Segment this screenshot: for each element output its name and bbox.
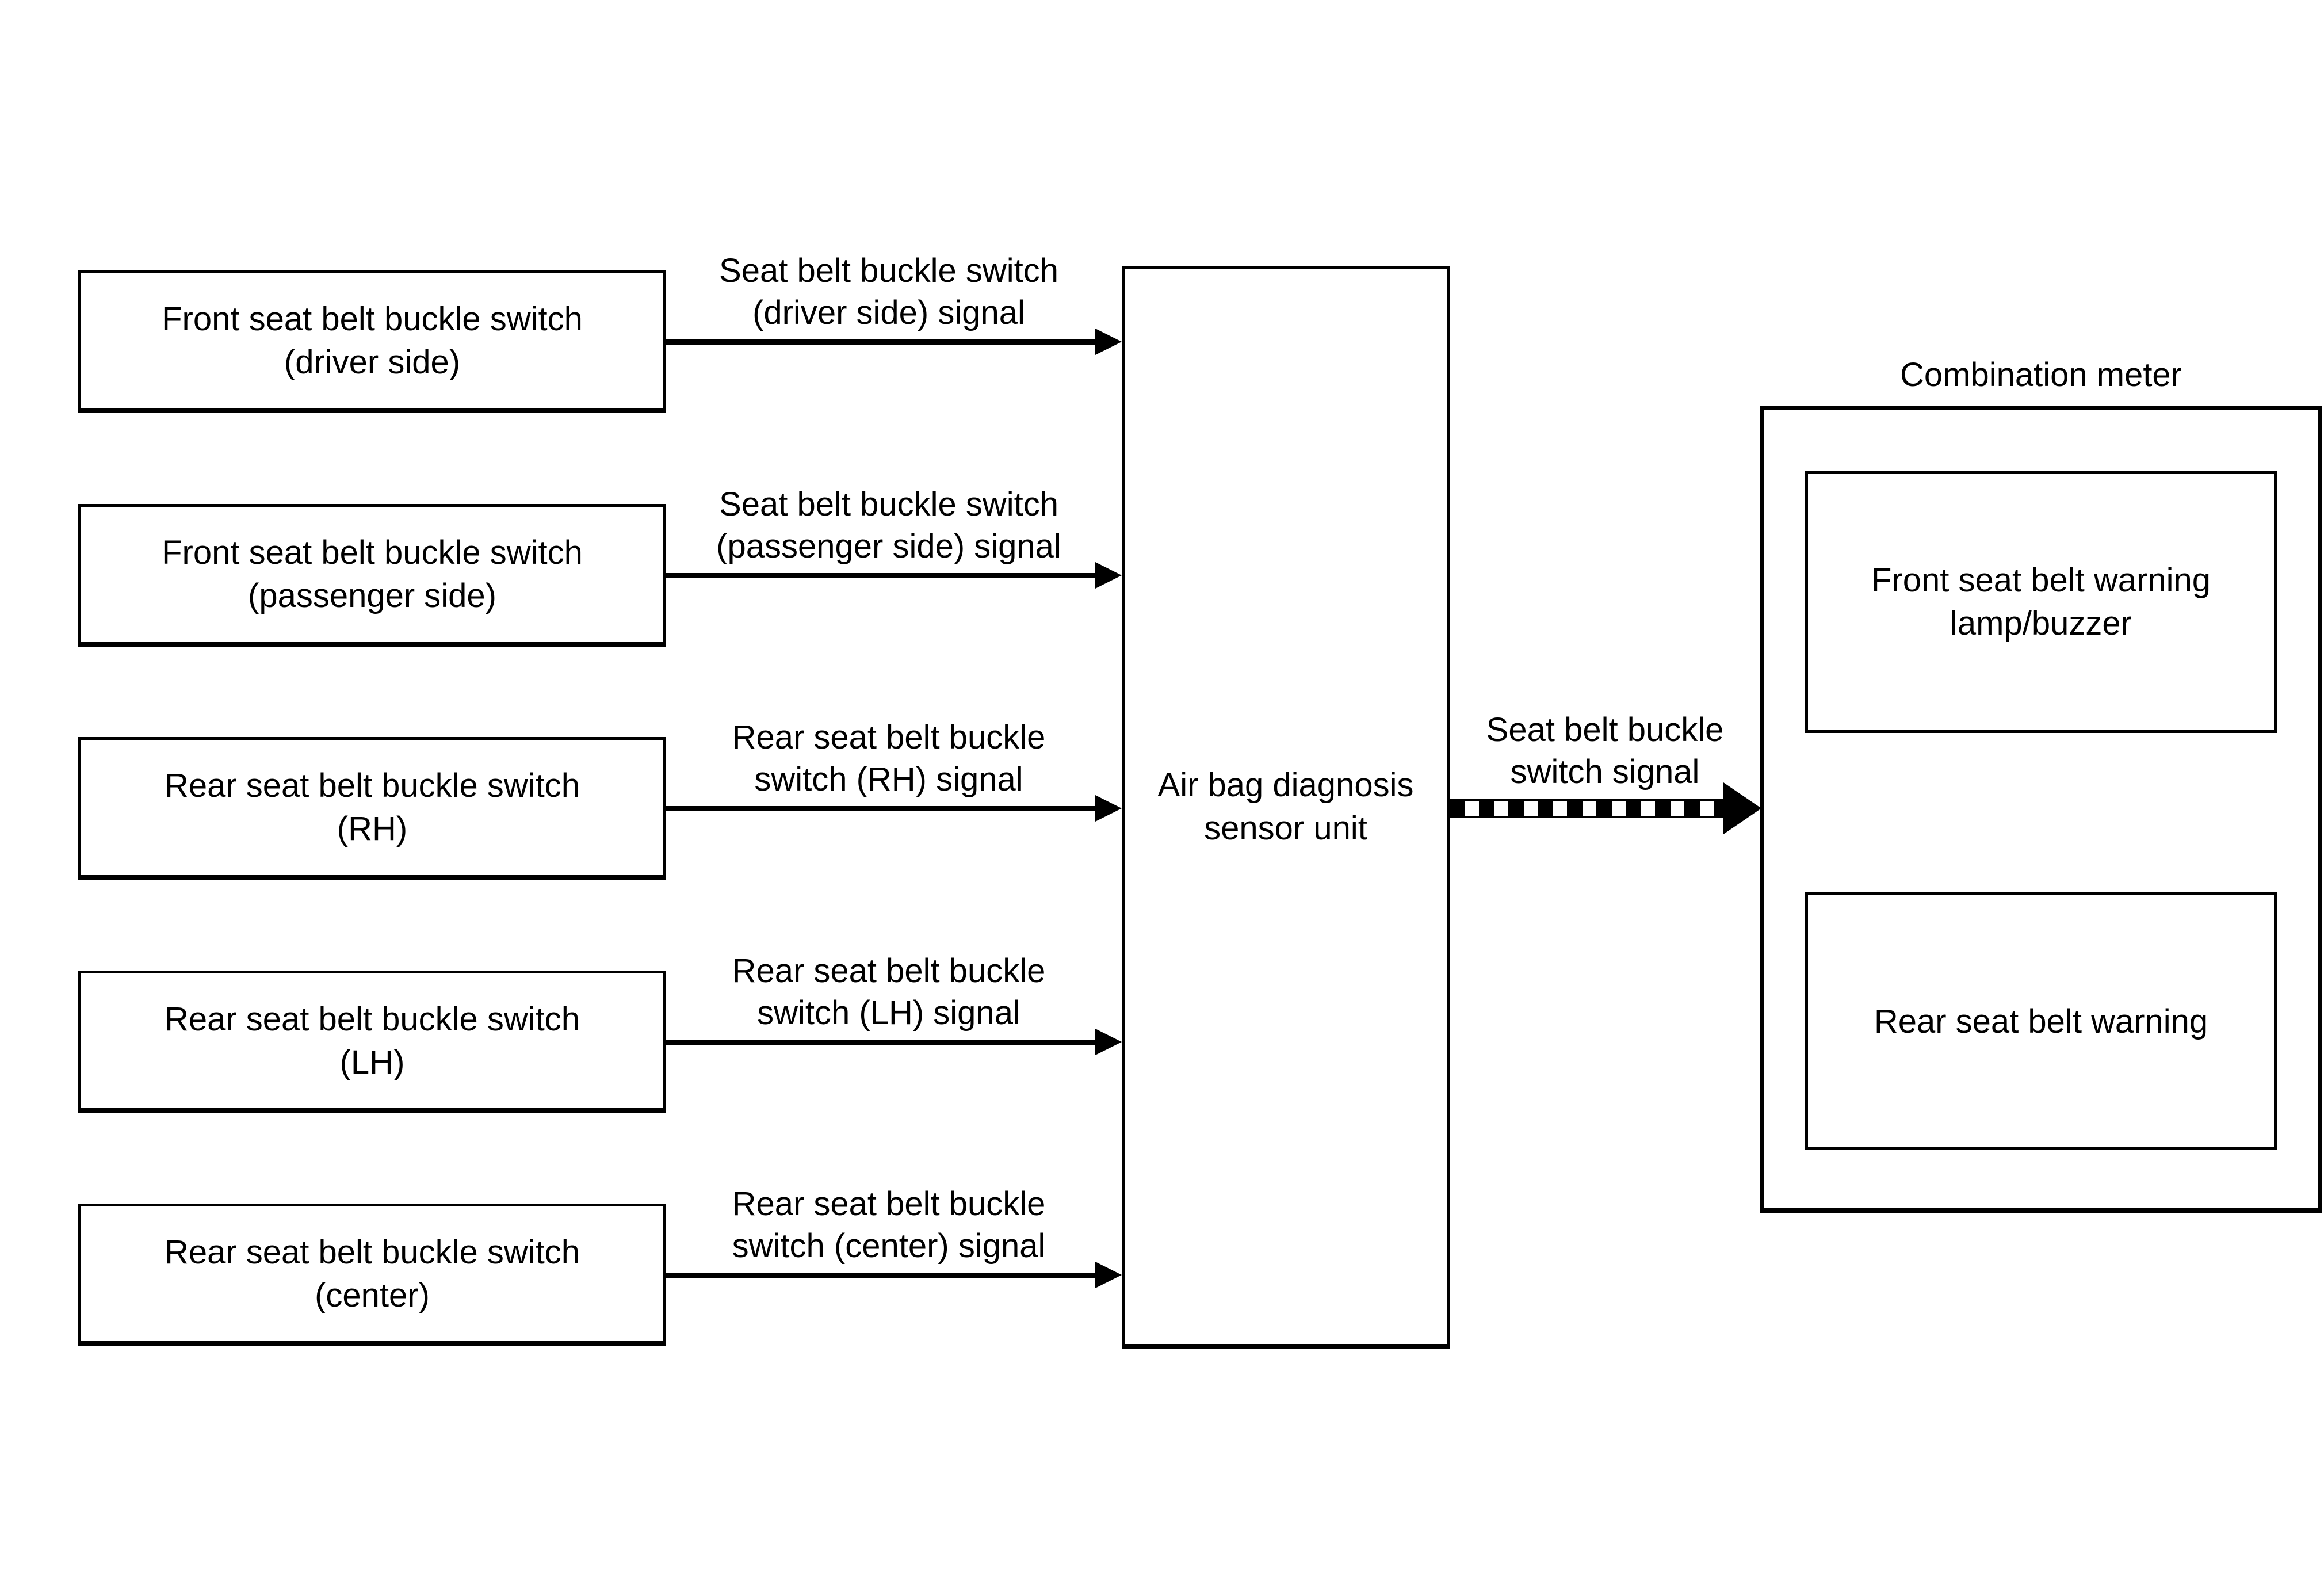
source-box-front-driver: Front seat belt buckle switch (driver si… [78,270,666,413]
airbag-diagnosis-sensor-unit-box: Air bag diagnosis sensor unit [1122,266,1450,1349]
source-box-label: Front seat belt buckle switch (passenger… [162,534,583,614]
bus-signal-label: Seat belt buckle switch signal [1486,711,1724,791]
arrowhead-icon [1095,329,1122,355]
arrow-shaft [666,573,1098,578]
signal-label-front-passenger: Seat belt buckle switch (passenger side)… [716,486,1061,565]
signal-label-rear-rh: Rear seat belt buckle switch (RH) signal [732,719,1046,798]
arrowhead-icon [1095,562,1122,589]
rear-seat-belt-warning-label: Rear seat belt warning [1874,1002,2208,1040]
arrowhead-icon [1723,782,1761,834]
arrow-shaft [666,1040,1098,1045]
front-seat-belt-warning-box: Front seat belt warning lamp/buzzer [1805,471,2277,733]
source-box-label: Rear seat belt buckle switch (RH) [164,767,580,847]
combination-meter-box: Front seat belt warning lamp/buzzer Rear… [1760,406,2322,1213]
arrowhead-icon [1095,795,1122,822]
arrowhead-icon [1095,1262,1122,1288]
source-box-rear-rh: Rear seat belt buckle switch (RH) [78,737,666,880]
arrow-shaft [666,806,1098,811]
signal-arrow-rear-rh [666,795,1122,822]
rear-seat-belt-warning-box: Rear seat belt warning [1805,892,2277,1150]
source-box-label: Rear seat belt buckle switch (LH) [164,1001,580,1081]
airbag-diagnosis-sensor-unit-label: Air bag diagnosis sensor unit [1157,766,1414,847]
arrow-shaft [666,1273,1098,1278]
arrowhead-icon [1095,1029,1122,1055]
signal-arrow-rear-lh [666,1029,1122,1055]
signal-arrow-rear-center [666,1262,1122,1288]
source-box-front-passenger: Front seat belt buckle switch (passenger… [78,504,666,647]
signal-arrow-front-driver [666,329,1122,355]
striped-arrow-shaft [1450,799,1723,818]
source-box-rear-center: Rear seat belt buckle switch (center) [78,1204,666,1346]
bus-signal-arrow [1450,780,1761,837]
signal-label-rear-lh: Rear seat belt buckle switch (LH) signal [732,952,1046,1032]
source-box-label: Rear seat belt buckle switch (center) [164,1234,580,1314]
signal-arrow-front-passenger [666,562,1122,589]
signal-label-front-driver: Seat belt buckle switch (driver side) si… [719,252,1058,331]
combination-meter-title: Combination meter [1900,356,2182,394]
source-box-label: Front seat belt buckle switch (driver si… [162,300,583,381]
arrow-shaft [666,339,1098,345]
signal-label-rear-center: Rear seat belt buckle switch (center) si… [732,1185,1046,1265]
front-seat-belt-warning-label: Front seat belt warning lamp/buzzer [1871,562,2211,642]
source-box-rear-lh: Rear seat belt buckle switch (LH) [78,971,666,1113]
